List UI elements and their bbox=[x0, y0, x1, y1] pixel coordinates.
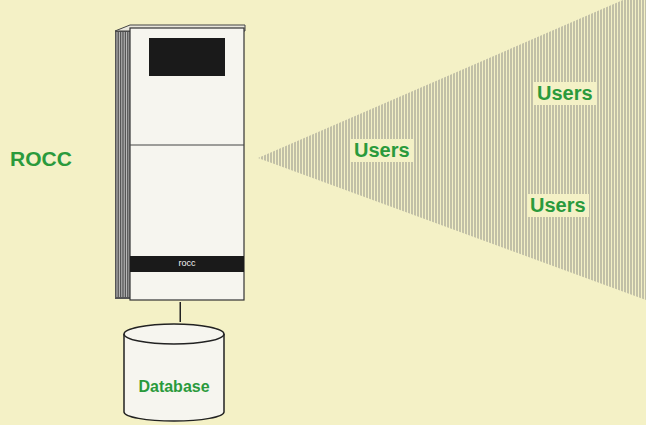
system-name: ROCC bbox=[10, 147, 72, 171]
users-label: Users bbox=[534, 82, 596, 105]
users-label: Users bbox=[351, 139, 413, 162]
database-cylinder: Database bbox=[122, 322, 226, 422]
database-cylinder-outline bbox=[122, 322, 226, 422]
computer-cabinet: ROCCrocc bbox=[115, 25, 245, 302]
database-label: Database bbox=[138, 378, 209, 396]
users-label: Users bbox=[527, 194, 589, 217]
connector-line bbox=[180, 302, 182, 322]
cabinet-logo: rocc bbox=[178, 258, 195, 268]
user-fan-outline bbox=[255, 0, 646, 305]
user-fan: UsersUsersUsers bbox=[255, 0, 646, 305]
